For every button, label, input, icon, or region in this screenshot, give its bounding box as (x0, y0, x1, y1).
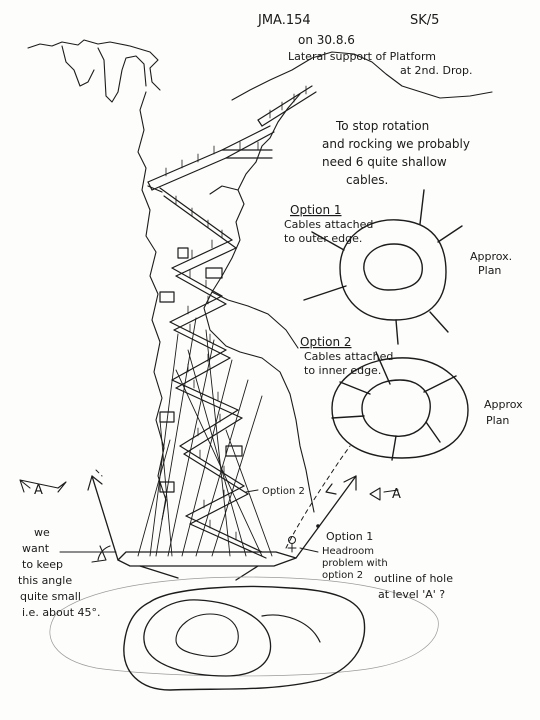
note-line: quite small (20, 590, 81, 603)
note-line: problem with (322, 558, 388, 569)
cave-shaft-outline (27, 39, 493, 521)
option1-dot (316, 524, 320, 528)
approx-plan-label: Approx. (470, 250, 512, 263)
plan-option2 (331, 351, 469, 461)
option2-cable (95, 445, 351, 549)
drawing-ref: JMA.154 (257, 13, 311, 28)
note-line: this angle (18, 574, 72, 587)
option2-desc: to inner edge. (304, 364, 381, 377)
section-labels: A A Option 2 Option 1 (34, 483, 401, 543)
support-cables (137, 317, 273, 557)
note-line: outline of hole (374, 572, 453, 585)
angle-note: we want to keep this angle quite small i… (18, 526, 101, 619)
note-line: want (22, 542, 50, 555)
approx-plan-label: Plan (478, 264, 501, 277)
angle-marker (59, 545, 117, 563)
option1-desc: Cables attached (284, 218, 373, 231)
header-text: JMA.154 SK/5 on 30.8.6 Lateral support o… (257, 13, 472, 77)
title-line-1: Lateral support of Platform (288, 50, 436, 63)
hole-outline (49, 576, 439, 691)
stair-rail-posts (165, 85, 307, 541)
approx-plan-label: Plan (486, 414, 509, 427)
option2-callout: Option 2 (262, 486, 305, 497)
drawing-date: on 30.8.6 (298, 33, 355, 47)
note-line: Headroom (322, 546, 374, 557)
title-line-2: at 2nd. Drop. (400, 64, 472, 77)
sheet-number: SK/5 (410, 13, 439, 28)
note-line: To stop rotation (335, 119, 429, 133)
section-a-left: A (34, 483, 43, 498)
note-line: to keep (22, 558, 63, 571)
option2-desc: Cables attached (304, 350, 393, 363)
option1-desc: to outer edge. (284, 232, 362, 245)
rotation-note: To stop rotation and rocking we probably… (322, 119, 470, 187)
section-a-right: A (392, 487, 401, 502)
platform (91, 475, 357, 581)
section-marker-left (19, 479, 67, 493)
section-marker-right (369, 487, 399, 501)
cable-arrows (87, 475, 357, 495)
option2-pointer (245, 489, 259, 493)
note-line: at level 'A' ? (378, 588, 445, 601)
note-line: cables. (346, 173, 388, 187)
outline-note: outline of hole at level 'A' ? (374, 572, 453, 601)
option2-title: Option 2 (300, 335, 352, 349)
option2-label-group: Option 2 Cables attached to inner edge. … (300, 335, 523, 427)
plan-option1 (303, 189, 463, 345)
option1-title: Option 1 (290, 203, 342, 217)
note-line: need 6 quite shallow (322, 155, 447, 169)
option1-label: Option 1 Cables attached to outer edge. … (284, 203, 512, 277)
approx-plan-label: Approx (484, 398, 523, 411)
option1-callout: Option 1 (326, 530, 373, 543)
note-line: option 2 (322, 570, 363, 581)
note-line: i.e. about 45°. (22, 606, 101, 619)
note-line: we (34, 526, 50, 539)
note-line: and rocking we probably (322, 137, 470, 151)
headroom-note: Headroom problem with option 2 (322, 546, 388, 581)
headroom-pointer (287, 536, 319, 553)
